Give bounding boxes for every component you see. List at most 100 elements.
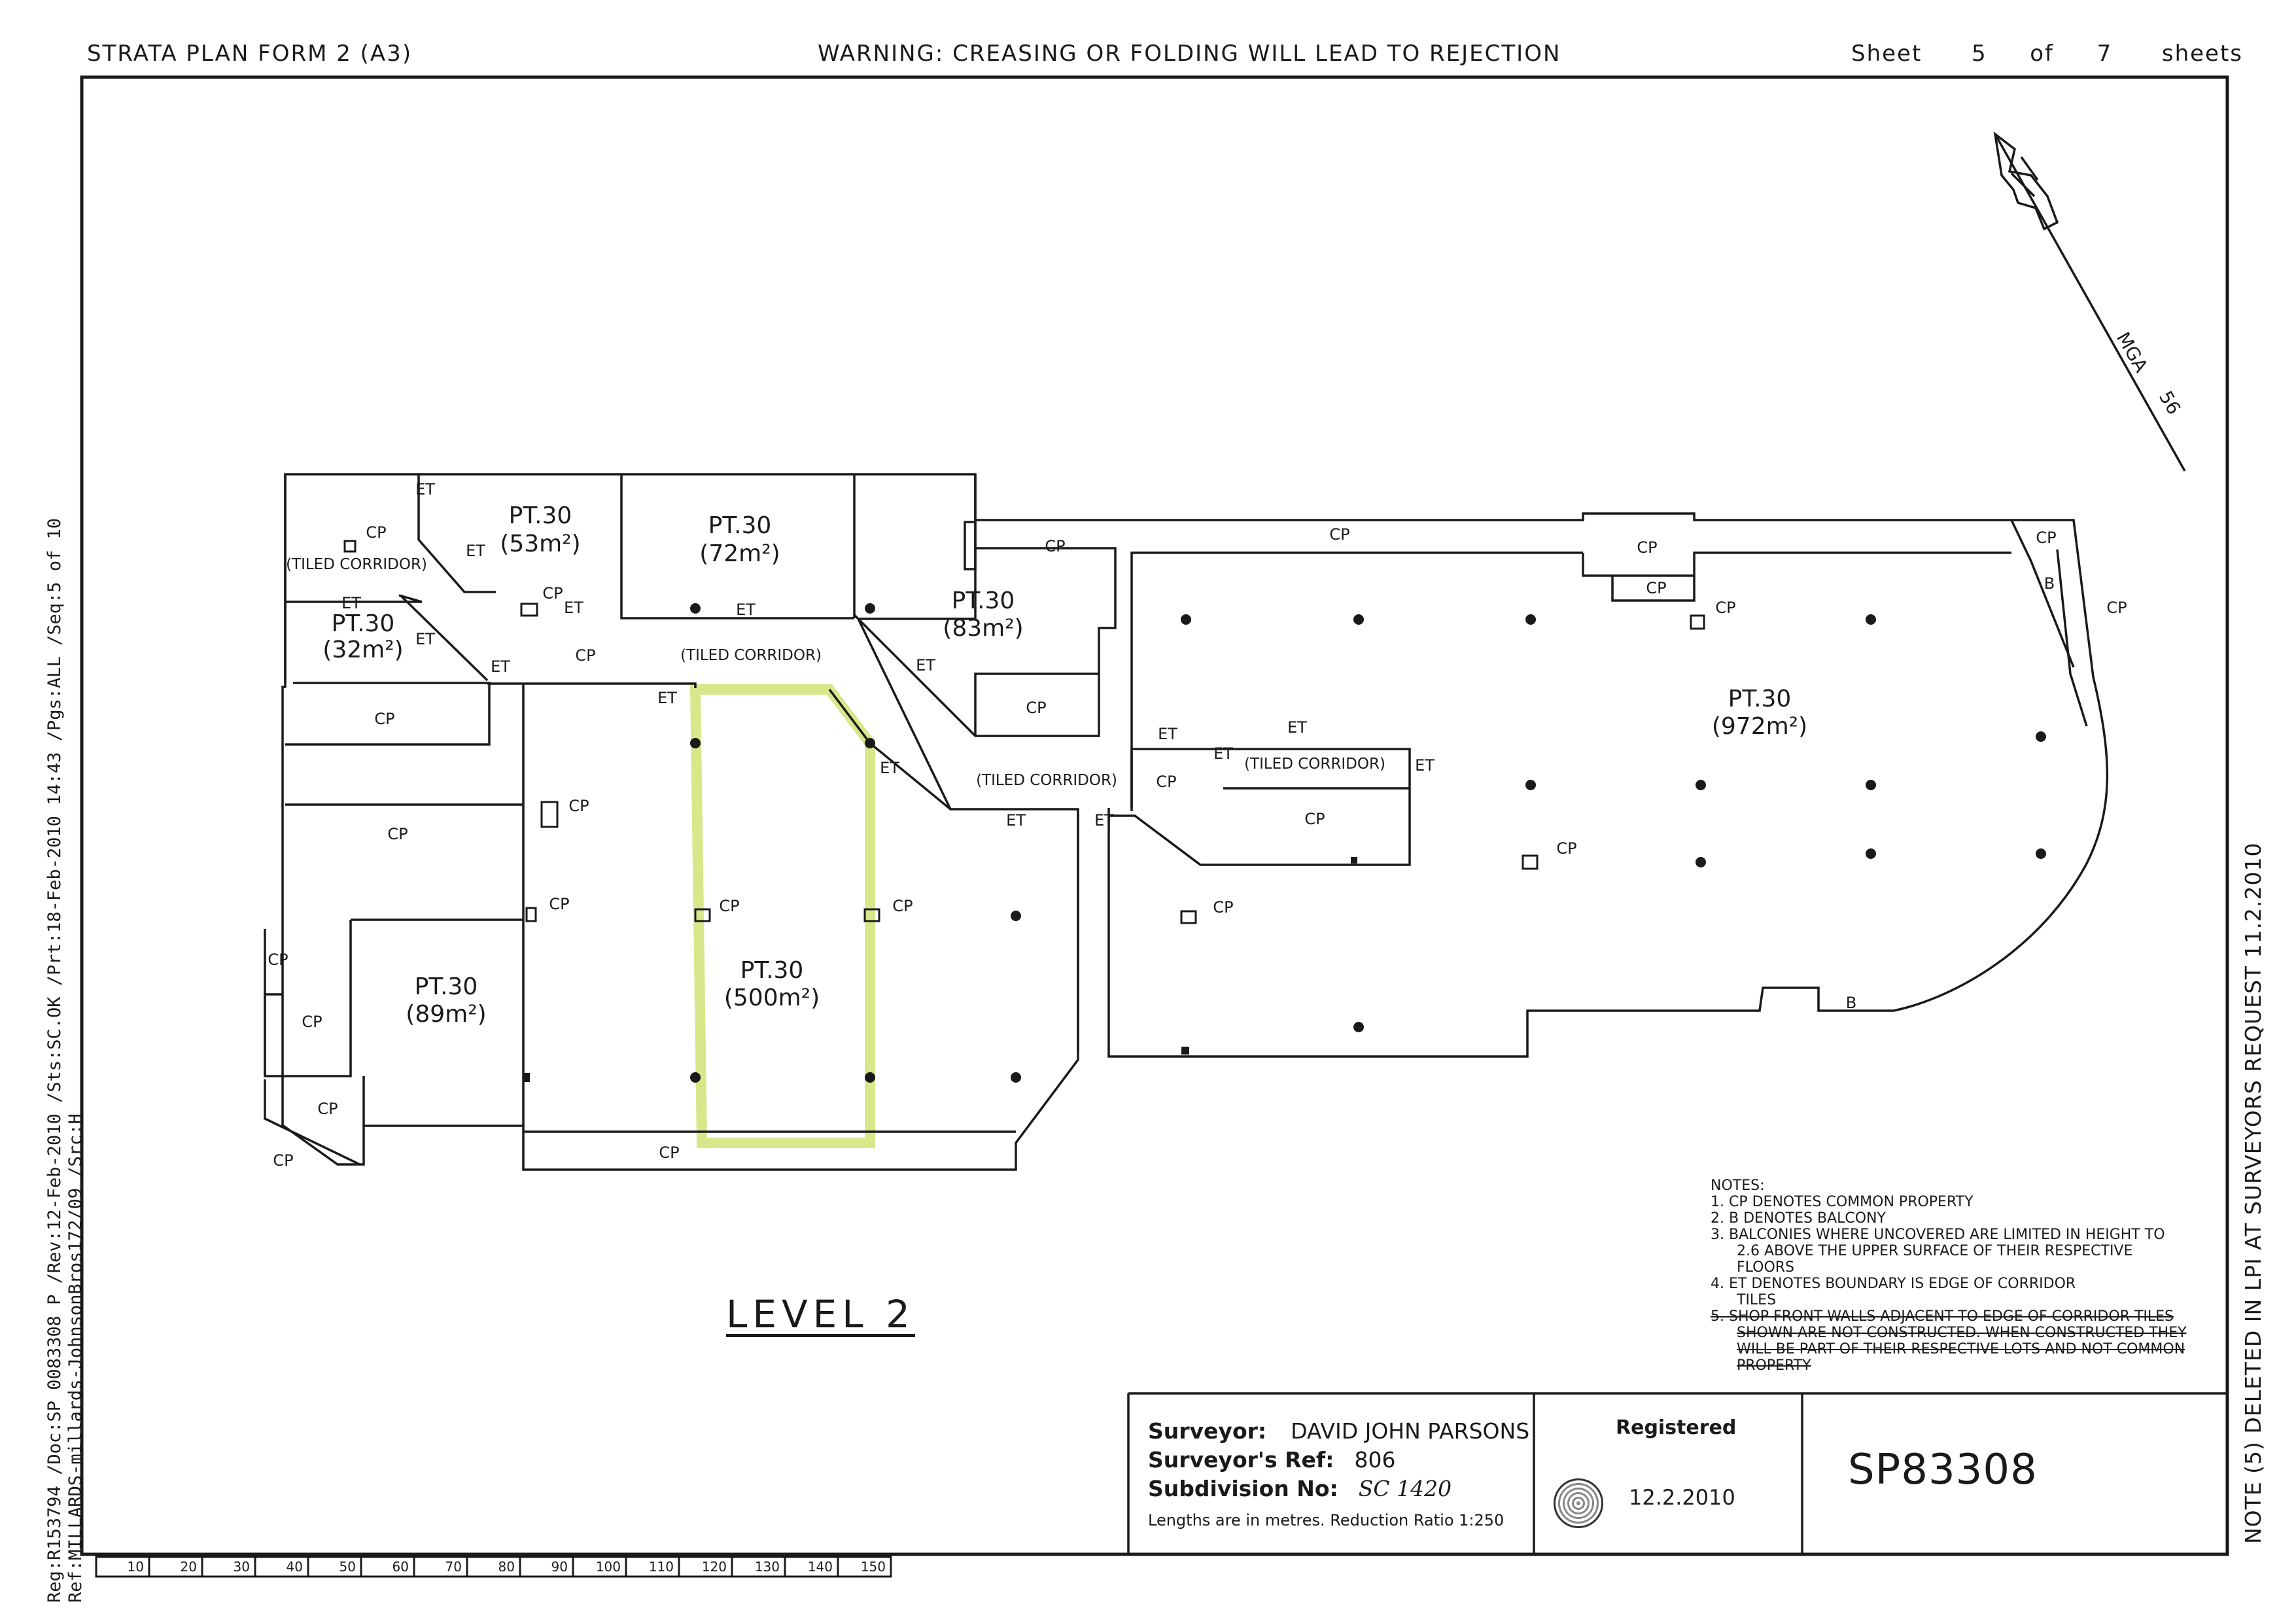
north-arrow-icon	[1993, 131, 2186, 472]
sheets-label: sheets	[2161, 41, 2244, 67]
label-cp-7: CP	[1646, 579, 1666, 597]
label-cp-11: CP	[1026, 699, 1046, 717]
label-cp-10: CP	[1715, 599, 1735, 617]
registered-label: Registered	[1616, 1416, 1737, 1439]
label-cp-9: CP	[2106, 599, 2127, 617]
label-cp-2: CP	[542, 584, 563, 602]
surveyor-name: DAVID JOHN PARSONS	[1291, 1418, 1530, 1444]
lot-pt30-e: PT.30	[1728, 686, 1792, 712]
label-cp-8: CP	[2036, 529, 2056, 547]
lot-pt30-d: PT.30	[952, 587, 1015, 614]
label-et-4: ET	[341, 594, 361, 612]
registry-seal-icon	[1554, 1478, 1603, 1528]
surveyor-ref-label: Surveyor's Ref:	[1148, 1447, 1334, 1473]
note-1: 1. CP DENOTES COMMON PROPERTY	[1711, 1194, 1974, 1210]
north-zone-label: 56	[2155, 387, 2185, 418]
note-3: 3. BALCONIES WHERE UNCOVERED ARE LIMITED…	[1711, 1227, 2165, 1276]
scale-label: 80	[498, 1559, 515, 1575]
scale-label: 140	[808, 1559, 833, 1575]
label-cp-20: CP	[719, 897, 739, 915]
label-tiled-corridor-3: (TILED CORRIDOR)	[976, 772, 1117, 789]
label-et-14: ET	[1287, 718, 1307, 737]
label-et-15: ET	[1213, 744, 1233, 763]
sheet-number: 5	[1971, 41, 1987, 67]
label-b-1: B	[2044, 574, 2055, 593]
label-cp-3: CP	[575, 646, 595, 665]
sheet-label: Sheet	[1851, 41, 1922, 67]
label-cp-15: CP	[1213, 898, 1233, 916]
lot-pt30-g-area: (500m²)	[724, 985, 820, 1011]
note-2: 2. B DENOTES BALCONY	[1711, 1210, 1886, 1227]
subdivision-label: Subdivision No:	[1148, 1476, 1338, 1501]
label-cp-25: CP	[273, 1151, 293, 1170]
label-tiled-corridor-2: (TILED CORRIDOR)	[680, 647, 822, 664]
notes-block: NOTES: 1. CP DENOTES COMMON PROPERTY 2. …	[1711, 1178, 2221, 1374]
label-cp-19: CP	[549, 895, 569, 913]
label-cp-6: CP	[1637, 538, 1657, 557]
label-et-5: ET	[415, 630, 435, 648]
lot-pt30-f: PT.30	[415, 973, 478, 1000]
scale-label: 130	[755, 1559, 780, 1575]
label-et-9: ET	[916, 656, 935, 674]
label-et-7: ET	[736, 601, 756, 619]
label-cp-17: CP	[387, 825, 408, 843]
plan-number: SP83308	[1848, 1446, 2038, 1494]
label-cp-23: CP	[302, 1013, 322, 1031]
note-4: 4. ET DENOTES BOUNDARY IS EDGE OF CORRID…	[1711, 1276, 2076, 1308]
label-cp-16: CP	[374, 710, 394, 728]
lengths-note: Lengths are in metres. Reduction Ratio 1…	[1148, 1511, 1505, 1529]
lot-pt30-a: PT.30	[509, 502, 572, 529]
label-et-6: ET	[491, 657, 510, 676]
label-et-8: ET	[657, 689, 677, 707]
level-title: LEVEL 2	[726, 1292, 915, 1336]
label-et-13: ET	[1158, 725, 1177, 743]
label-et-1: ET	[415, 480, 435, 498]
label-cp-24: CP	[317, 1100, 338, 1118]
label-b-2: B	[1846, 994, 1856, 1012]
form-title: STRATA PLAN FORM 2 (A3)	[87, 41, 413, 67]
notes-heading: NOTES:	[1711, 1178, 1765, 1194]
scale-label: 20	[181, 1559, 197, 1575]
surveyor-row: Surveyor: DAVID JOHN PARSONS	[1148, 1418, 1529, 1444]
sheet-border	[80, 75, 2229, 1556]
lot-pt30-g: PT.30	[740, 957, 804, 984]
surveyor-label: Surveyor:	[1148, 1418, 1267, 1444]
label-et-3: ET	[564, 599, 583, 617]
subdivision-number: SC 1420	[1358, 1476, 1452, 1501]
label-et-16: ET	[1415, 756, 1435, 775]
label-et-2: ET	[466, 542, 485, 560]
lot-pt30-b: PT.30	[708, 512, 772, 539]
scale-label: 120	[702, 1559, 727, 1575]
label-et-11: ET	[1006, 811, 1026, 829]
scale-label: 110	[649, 1559, 674, 1575]
lot-pt30-c-area: (32m²)	[322, 637, 403, 663]
label-cp-22: CP	[268, 951, 288, 969]
scale-label: 150	[861, 1559, 886, 1575]
label-cp-18: CP	[568, 797, 589, 815]
scale-label: 60	[392, 1559, 409, 1575]
scale-label: 10	[128, 1559, 144, 1575]
warning-text: WARNING: CREASING OR FOLDING WILL LEAD T…	[818, 41, 1561, 67]
scale-label: 50	[339, 1559, 356, 1575]
label-cp-14: CP	[1556, 839, 1576, 858]
label-et-10: ET	[880, 759, 899, 777]
surveyor-ref: 806	[1354, 1447, 1396, 1473]
surveyor-ref-row: Surveyor's Ref: 806	[1148, 1447, 1395, 1473]
label-cp-4: CP	[1045, 537, 1065, 555]
lot-pt30-d-area: (83m²)	[943, 615, 1023, 642]
lot-pt30-b-area: (72m²)	[699, 540, 780, 567]
sheet-indicator: Sheet 5 of 7 sheets	[1851, 41, 2243, 67]
subdivision-row: Subdivision No: SC 1420	[1148, 1476, 1452, 1501]
sheet-total: 7	[2096, 41, 2113, 67]
label-cp-21: CP	[892, 897, 913, 915]
scale-label: 100	[596, 1559, 621, 1575]
label-cp-26: CP	[659, 1143, 679, 1162]
lot-pt30-e-area: (972m²)	[1712, 713, 1807, 740]
registered-date: 12.2.2010	[1629, 1485, 1735, 1510]
lot-pt30-f-area: (89m²)	[406, 1001, 486, 1028]
label-cp-5: CP	[1329, 525, 1349, 544]
label-cp-13: CP	[1304, 810, 1325, 828]
lot-pt30-c: PT.30	[332, 610, 395, 637]
label-tiled-corridor-4: (TILED CORRIDOR)	[1244, 756, 1385, 773]
scale-label: 40	[287, 1559, 303, 1575]
